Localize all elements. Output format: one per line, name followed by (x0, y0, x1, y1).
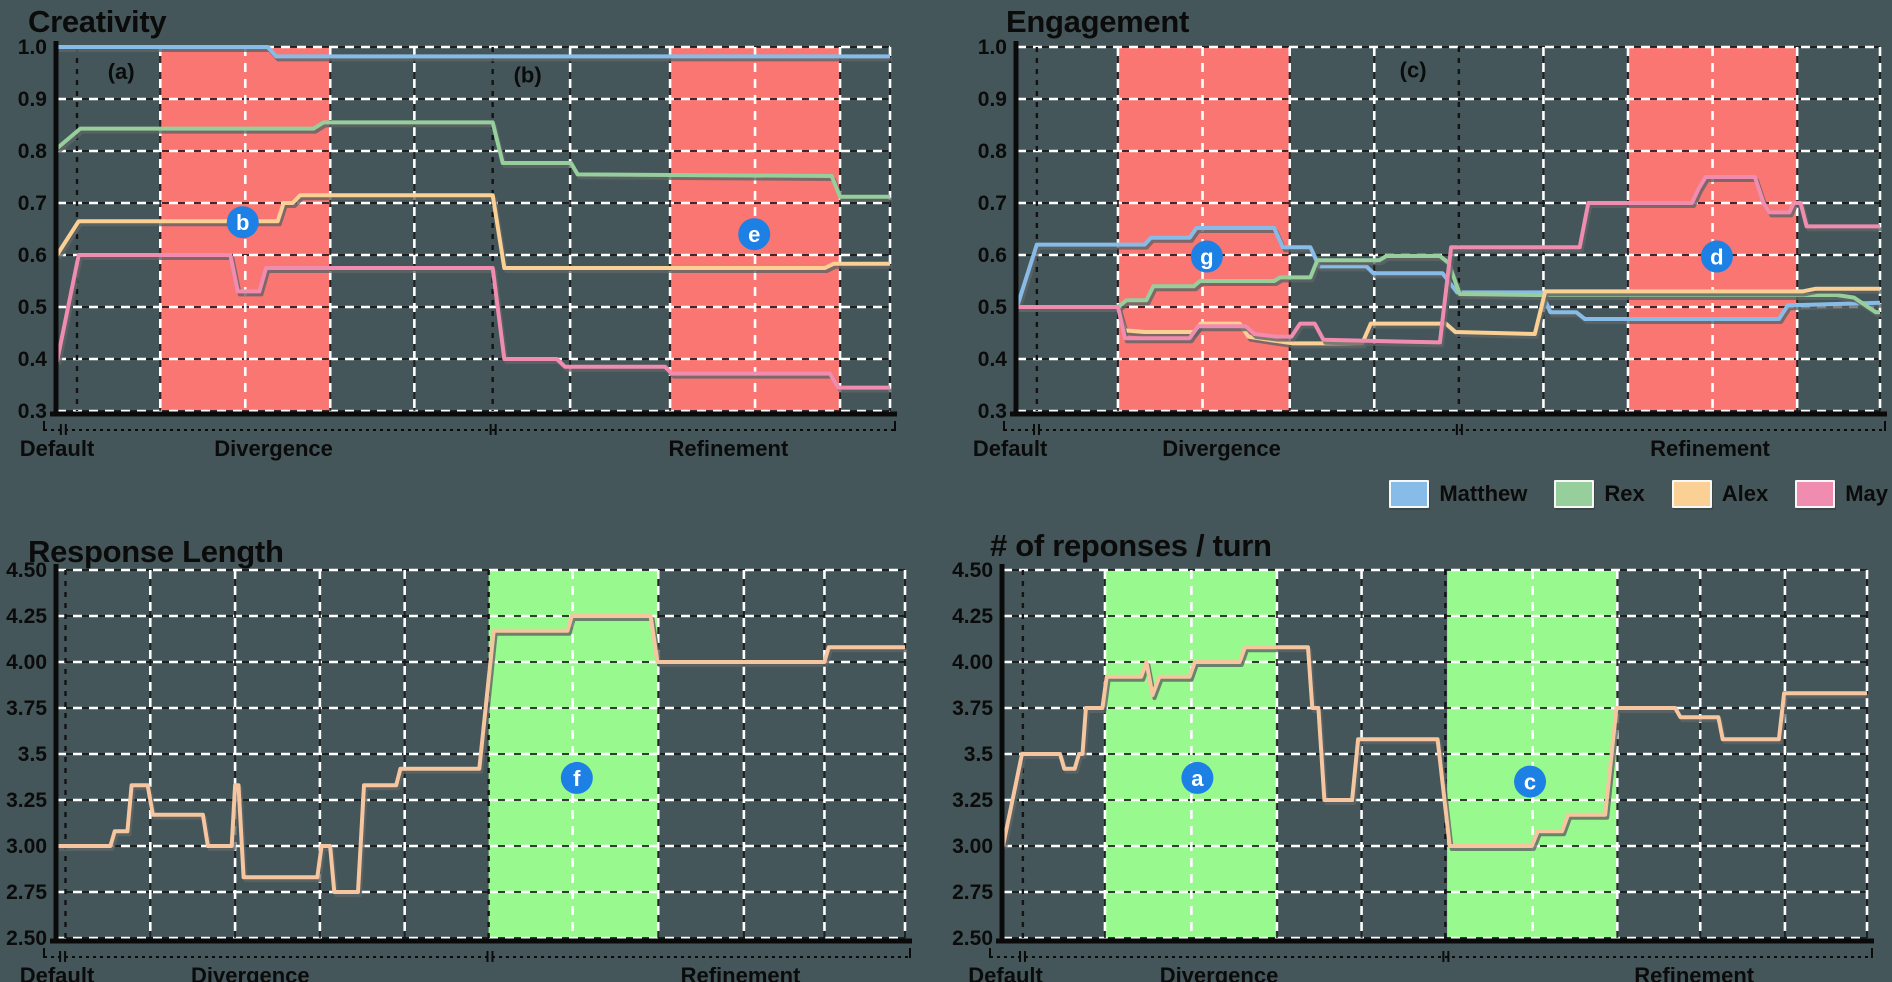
svg-text:4.25: 4.25 (952, 605, 993, 628)
svg-text:2.50: 2.50 (6, 927, 47, 950)
svg-text:Default: Default (20, 963, 95, 982)
svg-text:Default: Default (973, 436, 1048, 461)
svg-text:Refinement: Refinement (681, 963, 801, 982)
svg-text:Refinement: Refinement (1650, 436, 1770, 461)
svg-text:0.4: 0.4 (978, 348, 1008, 371)
svg-text:3.25: 3.25 (6, 789, 47, 812)
svg-text:1.0: 1.0 (18, 36, 47, 59)
svg-text:Divergence: Divergence (1160, 963, 1279, 982)
svg-text:0.9: 0.9 (978, 88, 1007, 111)
svg-text:0.4: 0.4 (18, 348, 48, 371)
legend-item-rex: Rex (1554, 480, 1645, 508)
svg-text:3.5: 3.5 (964, 743, 994, 766)
svg-text:0.5: 0.5 (978, 296, 1008, 319)
responses-per-turn-line-chart: 4.50 4.25 4.00 3.75 3.5 3.25 3.00 2.75 2.50Defau… (952, 559, 1874, 982)
svg-text:(a): (a) (108, 59, 135, 84)
svg-text:Default: Default (968, 963, 1043, 982)
series-legend: Matthew Rex Alex May (1389, 480, 1888, 508)
svg-text:Refinement: Refinement (668, 436, 788, 461)
svg-text:0.6: 0.6 (18, 244, 47, 267)
legend-label-matthew: Matthew (1439, 481, 1528, 506)
svg-text:c: c (1524, 770, 1536, 795)
svg-text:2.75: 2.75 (952, 881, 993, 904)
svg-text:Default: Default (20, 436, 95, 461)
legend-label-rex: Rex (1604, 481, 1645, 506)
svg-text:0.9: 0.9 (18, 88, 47, 111)
chart-title-creativity: Creativity (28, 4, 167, 39)
svg-text:1.0: 1.0 (978, 36, 1007, 59)
svg-text:f: f (573, 766, 581, 791)
svg-text:3.25: 3.25 (952, 789, 993, 812)
legend-swatch-rex (1554, 480, 1595, 508)
svg-text:4.00: 4.00 (952, 651, 993, 674)
legend-item-matthew: Matthew (1389, 480, 1527, 508)
svg-text:3.75: 3.75 (952, 697, 993, 720)
svg-text:3.00: 3.00 (6, 835, 47, 858)
svg-text:Divergence: Divergence (191, 963, 310, 982)
svg-text:e: e (748, 222, 760, 247)
svg-text:b: b (236, 210, 249, 235)
svg-text:3.75: 3.75 (6, 697, 47, 720)
svg-text:3.00: 3.00 (952, 835, 993, 858)
svg-text:0.3: 0.3 (978, 400, 1007, 423)
legend-swatch-alex (1671, 480, 1712, 508)
svg-text:Refinement: Refinement (1634, 963, 1754, 982)
svg-text:Divergence: Divergence (214, 436, 333, 461)
legend-swatch-may (1795, 480, 1836, 508)
svg-text:Divergence: Divergence (1162, 436, 1281, 461)
svg-text:4.25: 4.25 (6, 605, 47, 628)
svg-text:g: g (1200, 245, 1213, 270)
svg-text:(b): (b) (514, 63, 542, 88)
svg-text:4.50: 4.50 (6, 559, 47, 582)
chart-title-responses-per-turn: # of reponses / turn (990, 528, 1272, 563)
svg-text:0.7: 0.7 (978, 192, 1007, 215)
svg-text:d: d (1710, 245, 1723, 270)
svg-text:2.75: 2.75 (6, 881, 47, 904)
response-length-line-chart: 4.50 4.25 4.00 3.75 3.5 3.25 3.00 2.75 2.50Defau… (6, 559, 912, 982)
svg-text:0.8: 0.8 (18, 140, 48, 163)
svg-text:4.50: 4.50 (952, 559, 993, 582)
legend-label-may: May (1845, 481, 1888, 506)
svg-text:0.7: 0.7 (18, 192, 47, 215)
svg-text:4.00: 4.00 (6, 651, 47, 674)
chart-title-response-length: Response Length (28, 534, 284, 569)
svg-text:0.5: 0.5 (18, 296, 48, 319)
svg-text:a: a (1191, 766, 1204, 791)
svg-text:2.50: 2.50 (952, 927, 993, 950)
svg-text:0.6: 0.6 (978, 244, 1007, 267)
svg-text:0.8: 0.8 (978, 140, 1008, 163)
chart-title-engagement: Engagement (1006, 4, 1190, 39)
svg-text:(c): (c) (1400, 57, 1427, 82)
legend-label-alex: Alex (1721, 481, 1769, 506)
legend-item-alex: Alex (1671, 480, 1769, 508)
legend-item-may: May (1795, 480, 1888, 508)
legend-swatch-matthew (1389, 480, 1430, 508)
svg-text:0.3: 0.3 (18, 400, 47, 423)
svg-text:3.5: 3.5 (18, 743, 48, 766)
